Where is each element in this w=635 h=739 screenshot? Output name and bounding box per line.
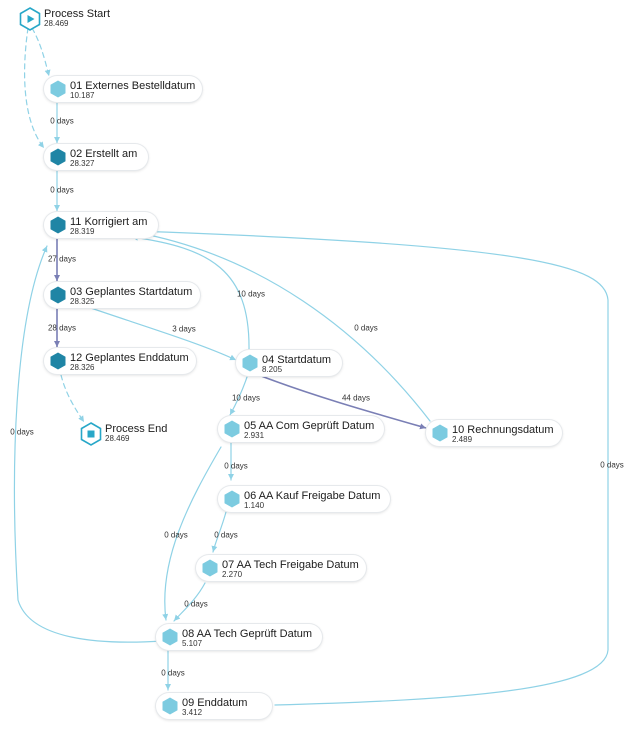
- activity-node-04-startdatum[interactable]: 04 Startdatum 8.205: [236, 350, 342, 376]
- edge-label-04-05: 10 days: [231, 393, 261, 403]
- activity-node-02-erstellt-am[interactable]: 02 Erstellt am 28.327: [44, 144, 148, 170]
- activity-node-06-aa-kauf-freigabe-datum[interactable]: 06 AA Kauf Freigabe Datum 1.140: [218, 486, 390, 512]
- process-start-count: 28.469: [44, 19, 69, 28]
- edge-label-07-08: 0 days: [184, 599, 208, 609]
- activity-node-09-enddatum[interactable]: 09 Enddatum 3.412: [156, 693, 272, 719]
- edge-09-to-11[interactable]: [134, 228, 609, 706]
- edge-07-to-08[interactable]: [173, 582, 206, 622]
- activity-label: 06 AA Kauf Freigabe Datum: [244, 490, 381, 502]
- activity-count: 2.270: [222, 570, 243, 579]
- play-icon: [19, 7, 41, 31]
- activity-label: 04 Startdatum: [262, 354, 332, 366]
- edge-04-to-10[interactable]: [255, 373, 427, 430]
- activity-label: 02 Erstellt am: [70, 148, 138, 160]
- edge-05-to-08[interactable]: [162, 446, 222, 621]
- process-end-count: 28.469: [105, 434, 130, 443]
- activity-node-07-aa-tech-freigabe-datum[interactable]: 07 AA Tech Freigabe Datum 2.270: [196, 555, 366, 581]
- activity-hexagon-icon: [50, 80, 66, 98]
- activity-count: 5.107: [182, 639, 203, 648]
- edge-label-02-11: 0 days: [50, 185, 74, 195]
- activity-label: 03 Geplantes Startdatum: [70, 286, 193, 298]
- edge-label-03-12: 28 days: [47, 323, 77, 333]
- edge-label-01-02: 0 days: [50, 116, 74, 126]
- activity-hexagon-icon: [50, 352, 66, 370]
- activity-count: 28.327: [70, 159, 95, 168]
- activity-hexagon-icon: [432, 424, 448, 442]
- activity-node-05-aa-com-geprueft-datum[interactable]: 05 AA Com Geprüft Datum 2.931: [218, 416, 384, 442]
- activity-count: 2.931: [244, 431, 265, 440]
- activity-count: 28.326: [70, 363, 95, 372]
- edge-label-03-04: 3 days: [172, 324, 196, 334]
- activity-count: 2.489: [452, 435, 473, 444]
- edge-label-11-03: 27 days: [47, 254, 77, 264]
- edge-04-to-11[interactable]: [131, 234, 250, 351]
- activity-hexagon-icon: [162, 628, 178, 646]
- activity-hexagon-icon: [162, 697, 178, 715]
- activity-hexagon-icon: [242, 354, 258, 372]
- activity-label: 01 Externes Bestelldatum: [70, 80, 196, 92]
- activity-label: 08 AA Tech Geprüft Datum: [182, 628, 313, 640]
- activity-hexagon-icon: [202, 559, 218, 577]
- activity-hexagon-icon: [50, 286, 66, 304]
- edge-label-06-07: 0 days: [214, 530, 238, 540]
- edge-08-to-11[interactable]: [13, 245, 163, 643]
- activity-hexagon-icon: [50, 216, 66, 234]
- activity-node-12-geplantes-enddatum[interactable]: 12 Geplantes Enddatum 28.326: [44, 348, 196, 374]
- activity-label: 11 Korrigiert am: [70, 216, 148, 228]
- activity-label: 10 Rechnungsdatum: [452, 424, 554, 436]
- edge-label-05-08: 0 days: [164, 530, 188, 540]
- activity-node-01-externes-bestelldatum[interactable]: 01 Externes Bestelldatum 10.187: [44, 76, 202, 102]
- edge-06-to-07[interactable]: [211, 511, 227, 553]
- activity-count: 28.319: [70, 227, 95, 236]
- activity-node-11-korrigiert-am[interactable]: 11 Korrigiert am 28.319: [44, 212, 158, 238]
- activity-count: 8.205: [262, 365, 283, 374]
- activity-count: 28.325: [70, 297, 95, 306]
- edge-start-to-02[interactable]: [23, 27, 45, 149]
- activity-node-10-rechnungsdatum[interactable]: 10 Rechnungsdatum 2.489: [426, 420, 562, 446]
- activity-hexagon-icon: [224, 420, 240, 438]
- edge-10-to-11[interactable]: [133, 230, 431, 422]
- edge-label-08-11: 0 days: [10, 427, 34, 437]
- edge-label-05-06: 0 days: [224, 461, 248, 471]
- activity-count: 10.187: [70, 91, 95, 100]
- process-start-label: Process Start: [44, 8, 111, 20]
- edge-label-09-11: 0 days: [600, 460, 624, 470]
- activity-node-03-geplantes-startdatum[interactable]: 03 Geplantes Startdatum 28.325: [44, 282, 200, 308]
- activity-hexagon-icon: [224, 490, 240, 508]
- edge-label-08-09: 0 days: [161, 668, 185, 678]
- edge-label-04-10: 44 days: [341, 393, 371, 403]
- activity-count: 3.412: [182, 708, 203, 717]
- edge-04-to-05[interactable]: [229, 376, 248, 416]
- activity-hexagon-icon: [50, 148, 66, 166]
- edge-label-10-11: 0 days: [354, 323, 378, 333]
- edge-label-04-11: 10 days: [236, 289, 266, 299]
- activity-label: 12 Geplantes Enddatum: [70, 352, 189, 364]
- edge-start-to-01[interactable]: [31, 27, 51, 77]
- edge-12-to-end[interactable]: [60, 374, 85, 423]
- activity-label: 05 AA Com Geprüft Datum: [244, 420, 375, 432]
- activity-label: 07 AA Tech Freigabe Datum: [222, 559, 359, 571]
- stop-icon: [80, 422, 102, 446]
- activity-count: 1.140: [244, 501, 265, 510]
- process-end-label: Process End: [105, 423, 168, 435]
- edge-03-to-04[interactable]: [84, 305, 237, 361]
- activity-node-08-aa-tech-geprueft-datum[interactable]: 08 AA Tech Geprüft Datum 5.107: [156, 624, 322, 650]
- activity-label: 09 Enddatum: [182, 697, 248, 709]
